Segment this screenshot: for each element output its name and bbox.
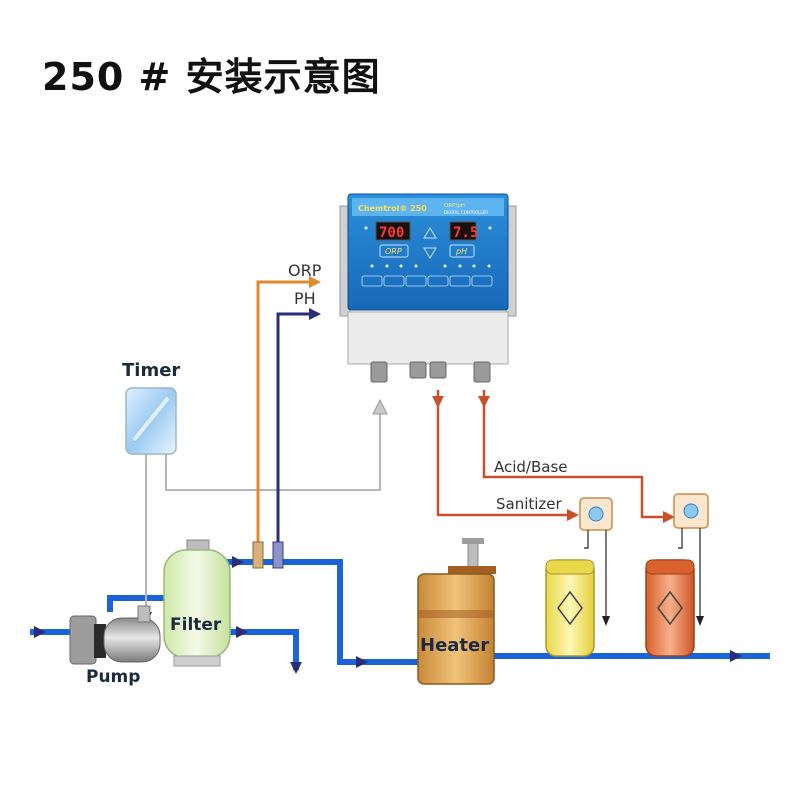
sanitizer-dosing-pump bbox=[579, 497, 613, 626]
acid-base-down-arrow-icon bbox=[478, 396, 490, 408]
down-triangle-icon bbox=[423, 247, 437, 259]
flow-arrow-icon bbox=[730, 650, 742, 662]
acid-base-tank bbox=[645, 559, 695, 657]
heater-unit bbox=[417, 538, 496, 685]
sanitizer-down-arrow-icon bbox=[432, 396, 444, 408]
ph-label: PH bbox=[294, 289, 316, 308]
acid-base-feed-line bbox=[482, 390, 675, 523]
status-leds bbox=[364, 226, 492, 268]
dosing-arrow-icon bbox=[696, 616, 704, 626]
orp-probe bbox=[252, 541, 264, 569]
orp-sensor-line bbox=[256, 276, 321, 560]
filter-drain-pipe bbox=[228, 629, 299, 670]
orp-display bbox=[375, 221, 411, 241]
flow-arrow-icon bbox=[290, 662, 302, 674]
flow-arrow-icon bbox=[356, 656, 368, 668]
pump-body bbox=[103, 617, 161, 663]
up-triangle-icon bbox=[423, 227, 437, 239]
timer-to-controller-line bbox=[165, 412, 381, 491]
dosing-arrow-icon bbox=[602, 616, 610, 626]
flow-arrow-icon bbox=[232, 556, 244, 568]
ph-sensor-line bbox=[276, 308, 321, 560]
filter-tank bbox=[163, 549, 231, 659]
controller-model-sub: DIGITAL CONTROLLER bbox=[444, 210, 488, 215]
acid-base-label: Acid/Base bbox=[494, 458, 568, 476]
ph-tag-label: pH bbox=[455, 247, 467, 256]
controller-unit: Chemtrol® 250 ORP/pH DIGITAL CONTROLLER … bbox=[339, 193, 517, 383]
orp-tag-label: ORP bbox=[385, 247, 402, 256]
controller-model: ORP/pH bbox=[444, 203, 465, 209]
ph-probe bbox=[272, 541, 284, 569]
controller-brand: Chemtrol® 250 bbox=[358, 204, 427, 213]
orp-label: ORP bbox=[288, 261, 322, 280]
controller-input-arrow-icon bbox=[372, 398, 388, 415]
ph-tag bbox=[449, 244, 475, 258]
controller-header-strip bbox=[352, 198, 504, 216]
ph-display bbox=[449, 221, 477, 241]
filter-outlet-pipe bbox=[222, 559, 418, 665]
page-title: 250 # 安装示意图 bbox=[42, 55, 381, 99]
filter-label: Filter bbox=[170, 615, 222, 635]
timer-label: Timer bbox=[122, 360, 180, 381]
controller-buttons bbox=[361, 275, 493, 287]
flow-arrow-icon bbox=[34, 626, 46, 638]
heater-label: Heater bbox=[420, 635, 489, 656]
filter-unit bbox=[163, 539, 231, 667]
controller-base bbox=[347, 311, 509, 365]
pump-unit bbox=[69, 605, 161, 665]
diamond-icon bbox=[557, 590, 583, 626]
sanitizer-label: Sanitizer bbox=[496, 495, 563, 513]
sanitizer-feed-line bbox=[436, 390, 579, 521]
ph-display-value: 7.5 bbox=[453, 225, 478, 241]
orp-display-value: 700 bbox=[379, 225, 404, 241]
timer-unit bbox=[125, 387, 177, 455]
heater-body bbox=[417, 573, 495, 685]
orp-tag bbox=[379, 244, 409, 258]
sanitizer-tank bbox=[545, 559, 595, 657]
flow-arrows bbox=[34, 556, 742, 674]
flow-arrow-icon bbox=[236, 626, 248, 638]
signal-lines bbox=[145, 412, 381, 620]
chemical-feed-lines bbox=[436, 390, 675, 523]
pump-label: Pump bbox=[86, 667, 140, 687]
cable-glands bbox=[370, 361, 491, 383]
diamond-icon bbox=[657, 590, 683, 626]
acid-base-dosing-pump bbox=[673, 493, 709, 626]
